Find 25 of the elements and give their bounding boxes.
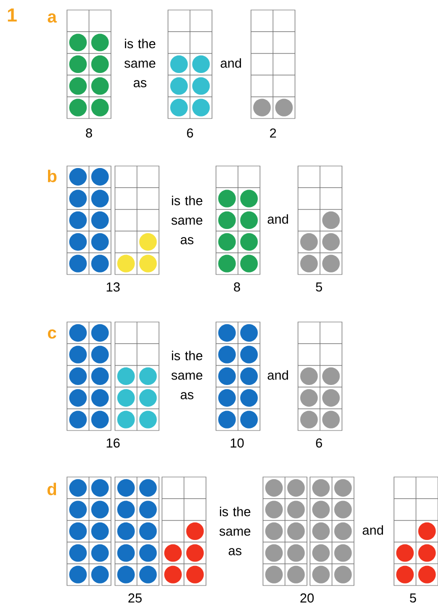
part-letter: c [48,329,56,339]
number-label: 5 [316,282,322,292]
sentence-text: is the same as [124,38,156,88]
number-label: 16 [106,438,120,448]
number-label: 20 [300,593,314,603]
part-letter: d [48,482,56,496]
sentence-text: and [220,58,241,68]
number-label: 13 [106,282,120,292]
number-label: 6 [316,438,322,448]
number-label: 25 [128,593,142,603]
number-label: 8 [86,128,92,138]
part-letter: a [48,13,57,23]
sentence-text: is the same as [171,196,202,244]
number-label: 6 [187,128,194,138]
sentence-text: and [268,370,288,380]
number-label: 10 [230,438,244,448]
number-label: 2 [270,128,276,138]
sentence-text: and [362,525,383,535]
number-label: 5 [410,593,416,603]
sentence-text: is the same as [171,350,202,400]
sentence-text: and [268,214,288,224]
question-number: 1 [8,8,17,22]
number-label: 8 [234,282,240,292]
sentence-text: is the same as [219,506,250,556]
part-letter: b [48,170,56,182]
